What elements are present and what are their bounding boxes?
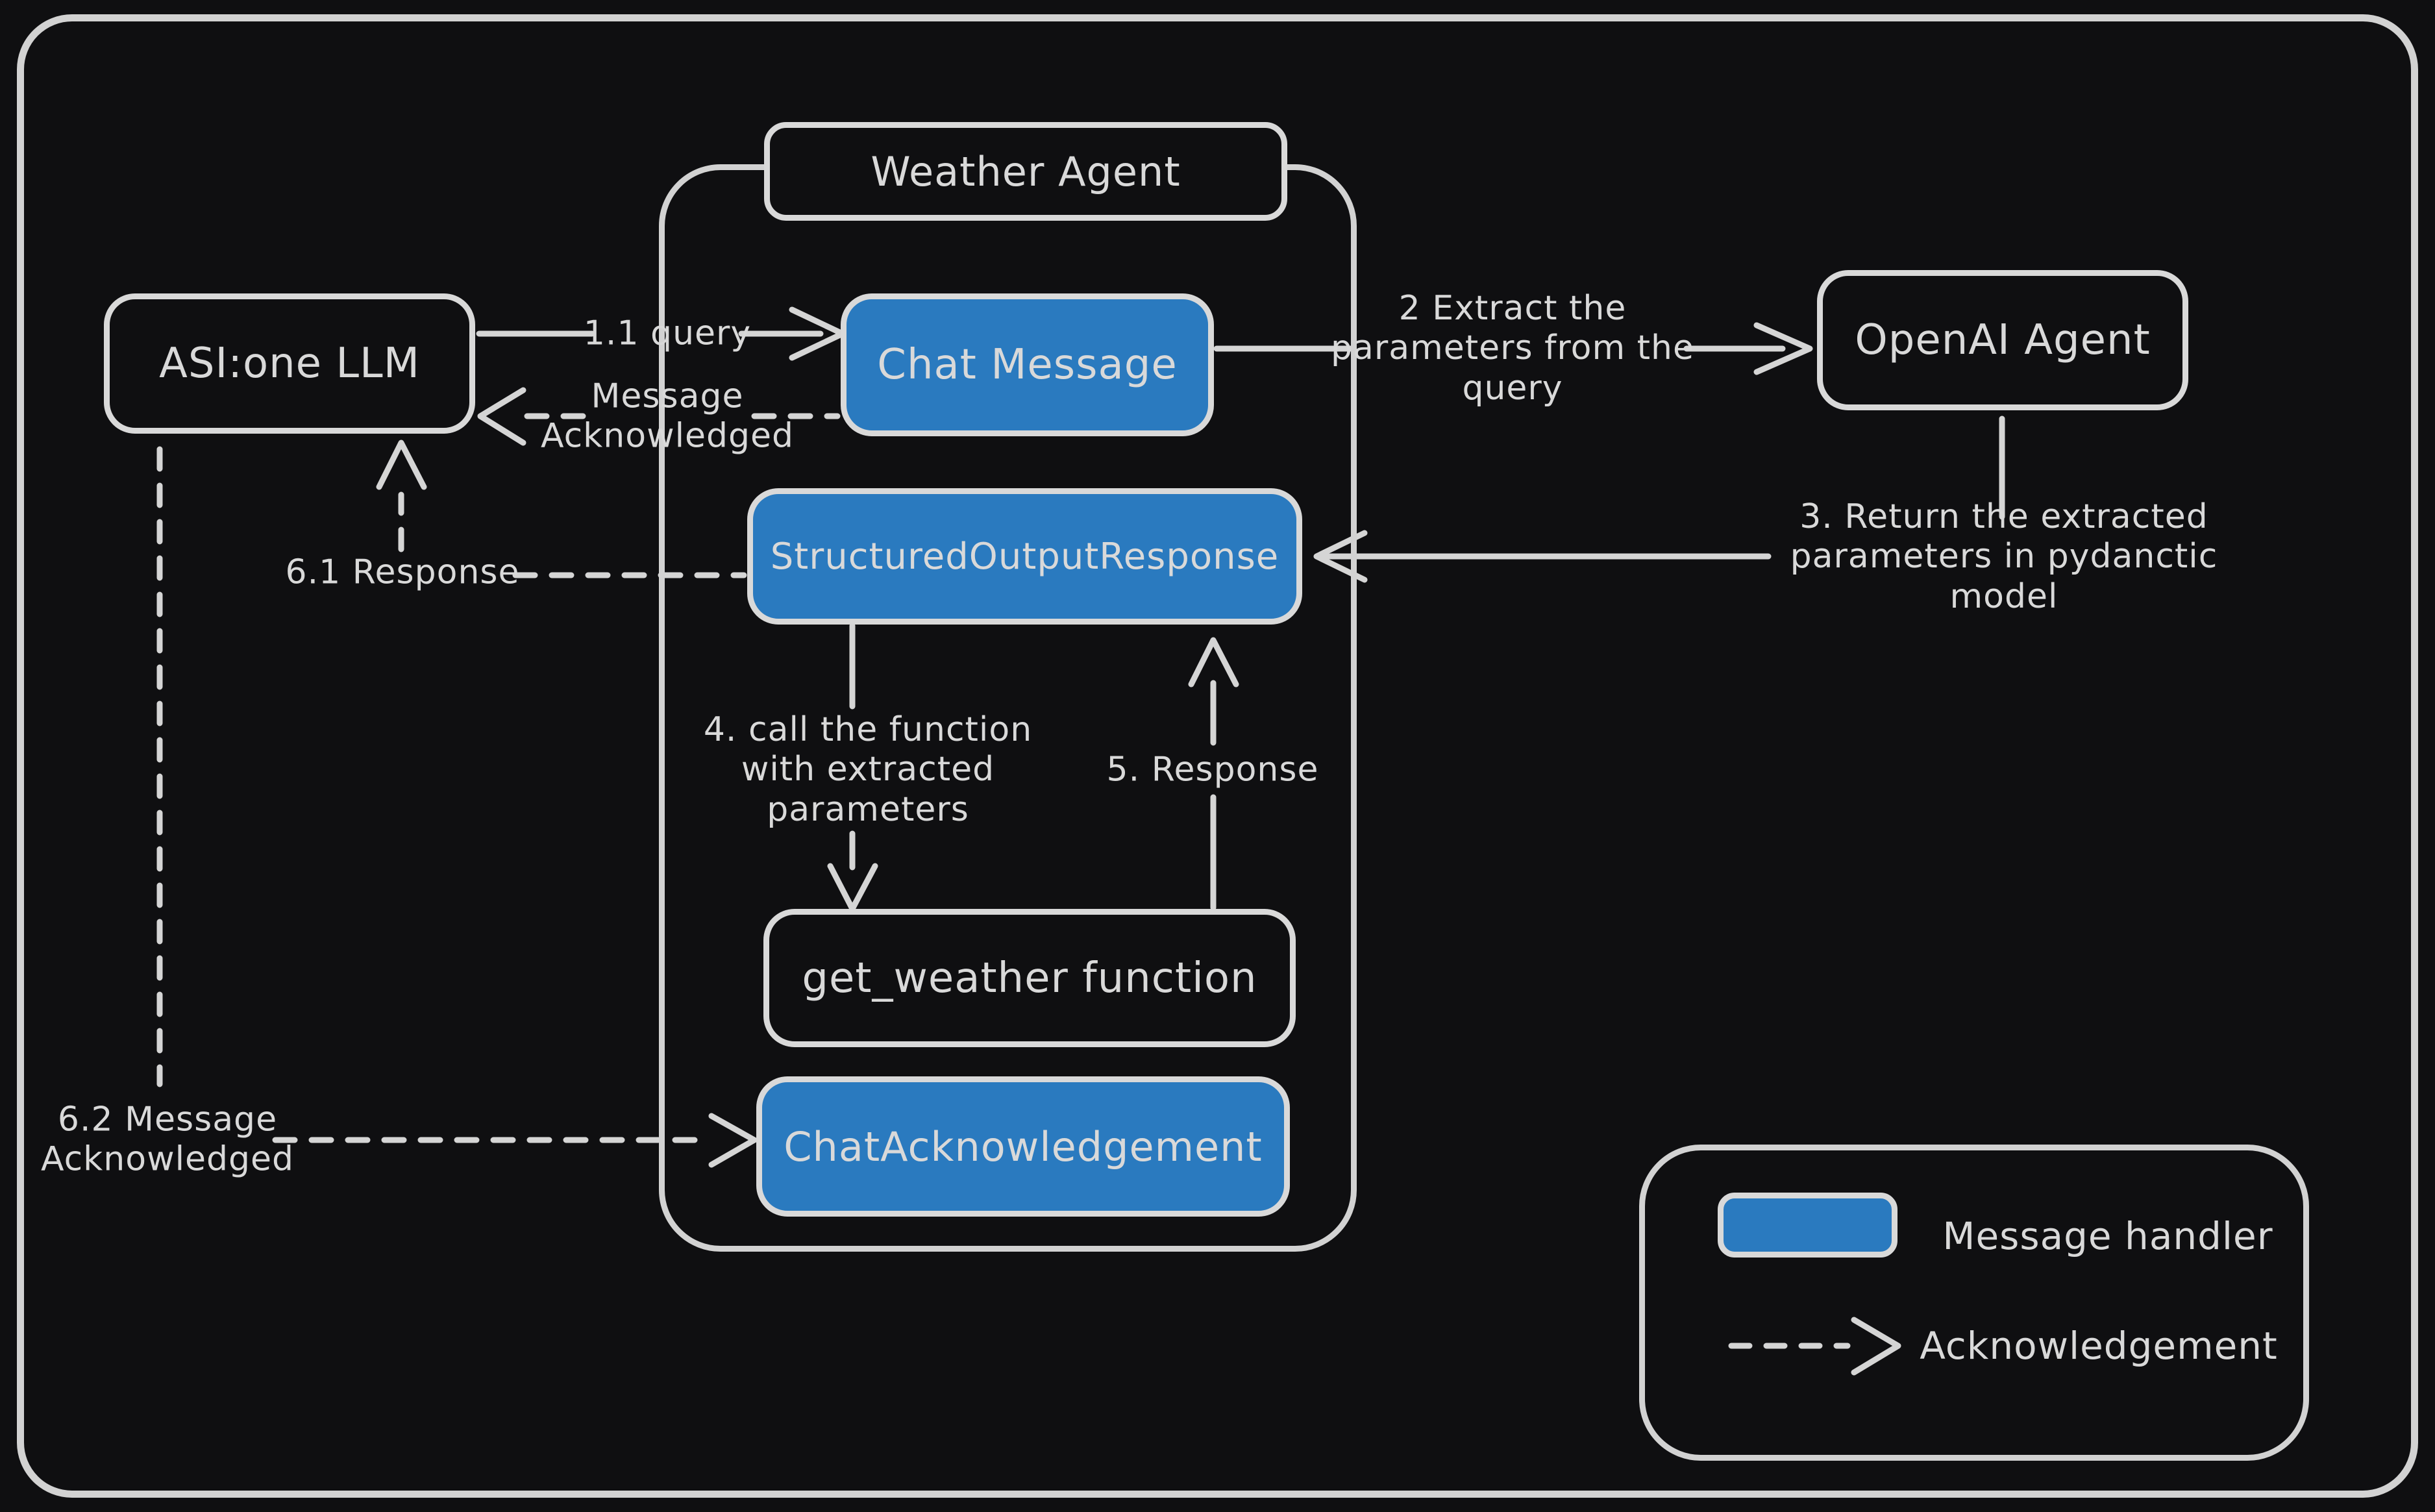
- legend-message-handler-label: Message handler: [1942, 1214, 2273, 1258]
- weather-agent-title-box: Weather Agent: [764, 122, 1287, 221]
- edge-label-message-acknowledged: Message Acknowledged: [540, 377, 795, 456]
- edge-label-extract-parameters: 2 Extract the parameters from the query: [1330, 288, 1695, 408]
- node-asi-one-llm-label: ASI:one LLM: [159, 340, 420, 388]
- message-handler-swatch-icon: [1718, 1193, 1897, 1258]
- weather-agent-title: Weather Agent: [871, 147, 1181, 195]
- legend-box: [1639, 1145, 2309, 1461]
- edge-label-response-61: 6.1 Response: [285, 552, 520, 592]
- node-asi-one-llm: ASI:one LLM: [104, 293, 475, 434]
- node-chat-message: Chat Message: [841, 293, 1214, 436]
- node-chat-acknowledgement: ChatAcknowledgement: [756, 1076, 1290, 1217]
- edge-label-return-parameters: 3. Return the extracted parameters in py…: [1790, 497, 2218, 616]
- node-get-weather-function: get_weather function: [763, 909, 1296, 1047]
- edge-label-message-acknowledged-62: 6.2 Message Acknowledged: [40, 1100, 295, 1179]
- outer-frame: [17, 14, 2418, 1498]
- node-chat-acknowledgement-label: ChatAcknowledgement: [784, 1122, 1263, 1171]
- node-openai-agent-label: OpenAI Agent: [1855, 316, 2151, 364]
- edge-label-query: 1.1 query: [583, 314, 752, 353]
- edge-label-call-function: 4. call the function with extracted para…: [703, 710, 1033, 829]
- node-openai-agent: OpenAI Agent: [1817, 270, 2188, 410]
- edge-label-response-5: 5. Response: [1106, 750, 1319, 789]
- node-structured-output-response-label: StructuredOutputResponse: [770, 535, 1279, 578]
- node-get-weather-function-label: get_weather function: [802, 954, 1257, 1002]
- legend-acknowledgement-label: Acknowledgement: [1920, 1324, 2278, 1368]
- node-structured-output-response: StructuredOutputResponse: [747, 488, 1302, 625]
- node-chat-message-label: Chat Message: [877, 341, 1178, 389]
